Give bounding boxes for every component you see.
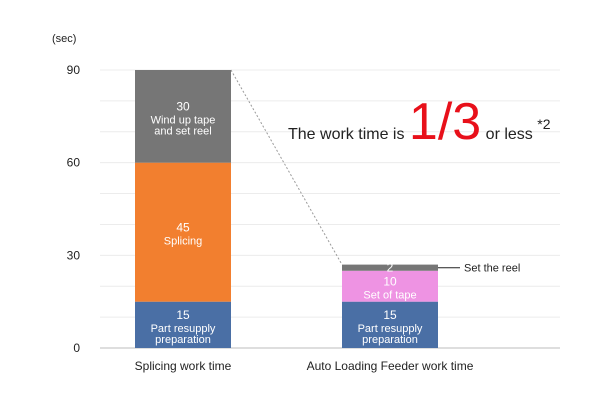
- callout-text-after: or less: [485, 126, 533, 143]
- connector-line: [230, 69, 343, 265]
- bar-segment: [135, 70, 231, 163]
- callout-ratio: 1/3: [408, 93, 482, 151]
- category-label: Auto Loading Feeder work time: [307, 359, 474, 373]
- bar-segment: [342, 270, 438, 302]
- segment-name-label: Splicing: [164, 236, 203, 248]
- callout-text-before: The work time is: [288, 126, 405, 143]
- bar-segment: [135, 162, 231, 302]
- callout-footnote-mark: *2: [537, 116, 551, 132]
- segment-value-label: 15: [383, 308, 397, 322]
- y-tick-label: 90: [67, 63, 81, 77]
- segment-name-label: Set the reel: [464, 263, 520, 275]
- segment-value-label: 2: [387, 261, 394, 275]
- y-tick-label: 0: [73, 341, 80, 355]
- bar-segment: [135, 301, 231, 348]
- segment-value-label: 30: [176, 99, 190, 113]
- segment-name-label: Set of tape: [363, 290, 416, 302]
- category-label: Splicing work time: [135, 359, 232, 373]
- segment-value-label: 10: [383, 275, 397, 289]
- segment-value-label: 45: [176, 221, 190, 235]
- y-axis: (sec) 0 30 60 90: [52, 33, 80, 355]
- bar-segment: [342, 264, 438, 271]
- bar-segment: [342, 301, 438, 348]
- x-axis: Splicing work time Auto Loading Feeder wo…: [135, 359, 474, 373]
- segment-value-label: 15: [176, 308, 190, 322]
- ratio-callout: The work time is 1/3 or less *2: [288, 92, 550, 152]
- y-tick-label: 30: [67, 248, 81, 262]
- comparison-connector-line: [230, 69, 343, 265]
- y-axis-unit-label: (sec): [52, 33, 76, 45]
- y-tick-label: 60: [67, 156, 81, 170]
